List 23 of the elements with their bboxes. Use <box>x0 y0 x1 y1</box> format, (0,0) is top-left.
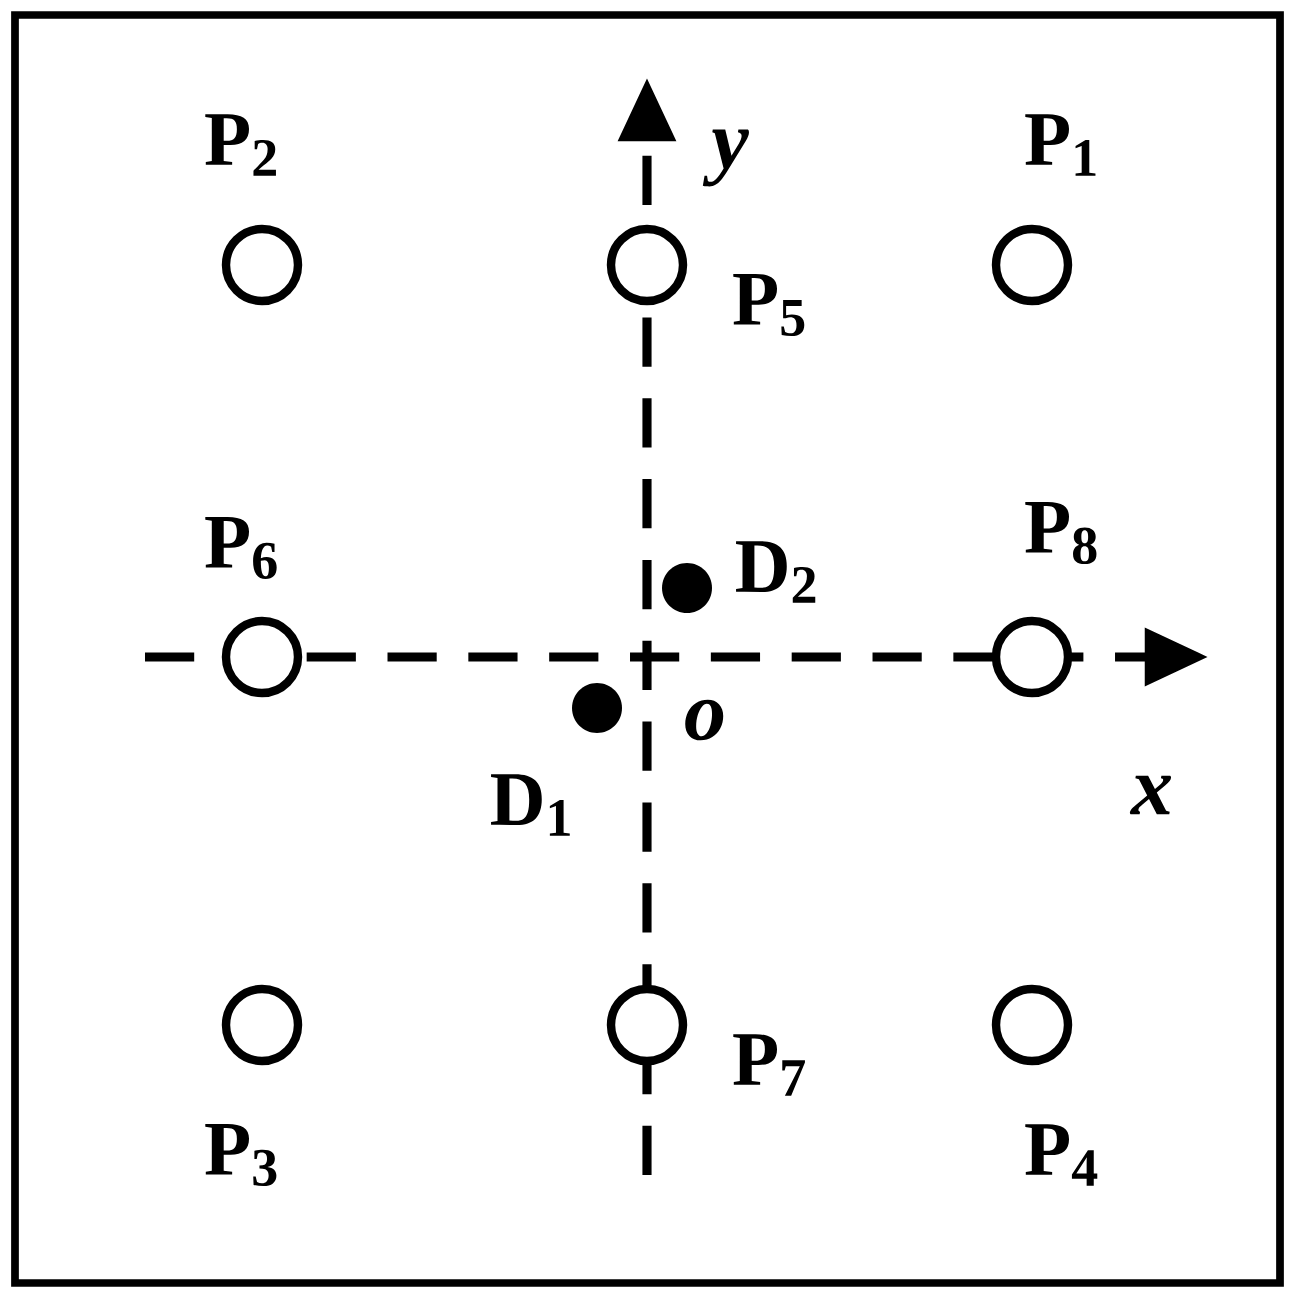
point-circle <box>221 984 303 1066</box>
point-label: P$_{7}$ <box>733 1034 805 1096</box>
point-label: P$_{5}$ <box>733 273 805 337</box>
point-label: P$_{4}$ <box>1025 1124 1098 1186</box>
point-label: P$_{6}$ <box>205 516 277 580</box>
point-label: D$_{1}$ <box>491 774 570 836</box>
axis-label: y <box>702 129 749 187</box>
axis-label: x <box>1129 775 1172 815</box>
point-label: P$_{1}$ <box>1025 114 1096 176</box>
point-circle <box>991 224 1073 306</box>
point-label: D$_{2}$ <box>736 541 816 603</box>
point-circle <box>606 984 688 1066</box>
point-label: P$_{3}$ <box>205 1123 277 1187</box>
point-dot <box>572 683 622 733</box>
point-circle <box>221 224 303 306</box>
point-dot <box>662 563 712 613</box>
point-circle <box>221 616 303 698</box>
point-label: P$_{2}$ <box>205 114 276 176</box>
origin-label: o <box>685 699 724 741</box>
point-label: P$_{8}$ <box>1025 501 1097 565</box>
point-circle <box>991 984 1073 1066</box>
point-circle <box>991 616 1073 698</box>
point-circle <box>606 224 688 306</box>
